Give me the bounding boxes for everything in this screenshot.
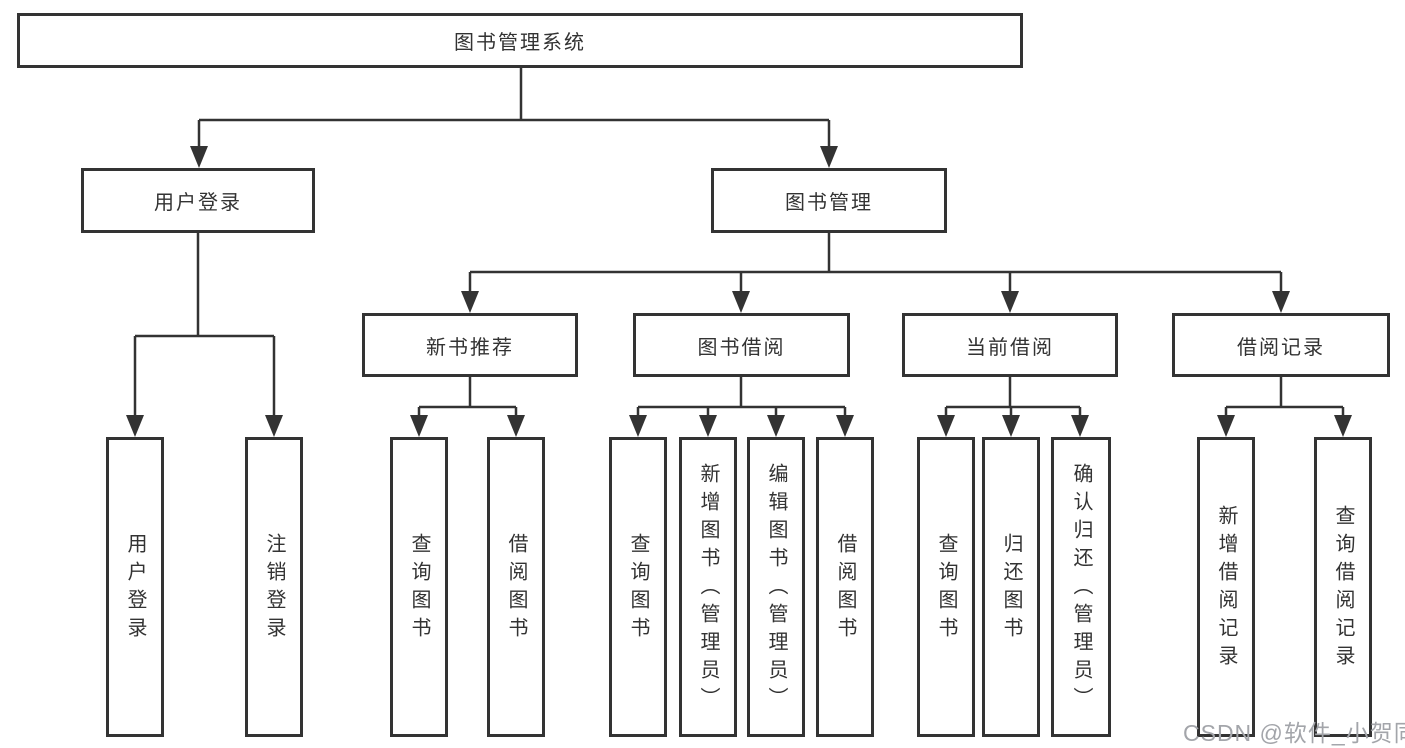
leaf-user-login: 用户登录 bbox=[106, 437, 164, 737]
node-root-library-system: 图书管理系统 bbox=[17, 13, 1023, 68]
leaf-query-books-current: 查询图书 bbox=[917, 437, 975, 737]
arrowheads bbox=[126, 146, 1352, 437]
watermark: CSDN @软件_小贺同学 bbox=[1183, 720, 1405, 746]
node-new-book-recommendation: 新书推荐 bbox=[362, 313, 578, 377]
leaf-borrow-books-borrowing: 借阅图书 bbox=[816, 437, 874, 737]
leaf-edit-book-admin: 编辑图书（管理员） bbox=[747, 437, 805, 737]
node-book-borrowing: 图书借阅 bbox=[633, 313, 850, 377]
leaf-add-borrow-record: 新增借阅记录 bbox=[1197, 437, 1255, 737]
connector-bookmanagement-branch bbox=[468, 233, 1283, 294]
node-book-management: 图书管理 bbox=[711, 168, 947, 233]
leaf-borrow-books-recommend: 借阅图书 bbox=[487, 437, 545, 737]
node-current-borrowing: 当前借阅 bbox=[902, 313, 1118, 377]
leaf-query-books-recommend: 查询图书 bbox=[390, 437, 448, 737]
connector-root-to-level2 bbox=[197, 68, 831, 150]
leaf-query-borrow-record: 查询借阅记录 bbox=[1314, 437, 1372, 737]
connector-userlogin-branch bbox=[133, 233, 276, 418]
leaf-add-book-admin: 新增图书（管理员） bbox=[679, 437, 737, 737]
node-borrowing-records: 借阅记录 bbox=[1172, 313, 1390, 377]
connector-level3-branches bbox=[417, 377, 1345, 419]
leaf-return-book: 归还图书 bbox=[982, 437, 1040, 737]
leaf-confirm-return-admin: 确认归还（管理员） bbox=[1051, 437, 1111, 737]
leaf-logout: 注销登录 bbox=[245, 437, 303, 737]
leaf-query-books-borrowing: 查询图书 bbox=[609, 437, 667, 737]
node-user-login: 用户登录 bbox=[81, 168, 315, 233]
